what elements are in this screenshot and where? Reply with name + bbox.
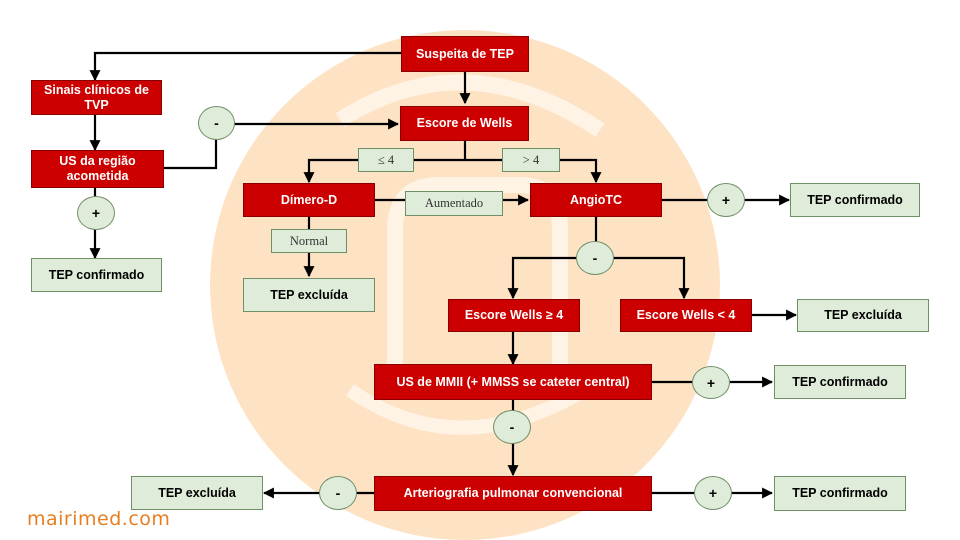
minus-sign-arteriografia: -	[319, 476, 357, 510]
label-le4: ≤ 4	[358, 148, 414, 172]
box-us-regiao-acometida: US da região acometida	[31, 150, 164, 188]
arrow-angiotc-wellsge4	[507, 256, 596, 300]
box-sinais-clinicos-tvp: Sinais clínicos de TVP	[31, 80, 162, 115]
minus-sign-angiotc: -	[576, 241, 614, 275]
box-dimero-d: Dímero-D	[243, 183, 375, 217]
box-tep-excluida-arteriografia: TEP excluída	[131, 476, 263, 510]
box-suspeita-tep: Suspeita de TEP	[401, 36, 529, 72]
box-tep-confirmado-angiotc: TEP confirmado	[790, 183, 920, 217]
box-us-mmii: US de MMII (+ MMSS se cateter central)	[374, 364, 652, 400]
box-escore-wells-lt4: Escore Wells < 4	[620, 299, 752, 332]
box-tep-excluida-wells: TEP excluída	[797, 299, 929, 332]
minus-sign-usmmii: -	[493, 410, 531, 444]
plus-sign-angiotc: +	[707, 183, 745, 217]
box-tep-confirmado-left: TEP confirmado	[31, 258, 162, 292]
brand-text: mairimed.com	[27, 508, 171, 530]
box-arteriografia: Arteriografia pulmonar convencional	[374, 476, 652, 511]
box-tep-confirmado-arteriografia: TEP confirmado	[774, 476, 906, 511]
plus-sign-us: +	[77, 196, 115, 230]
label-aumentado: Aumentado	[405, 191, 503, 216]
plus-sign-usmmii: +	[692, 366, 730, 399]
plus-sign-arteriografia: +	[694, 476, 732, 510]
arrow-suspeita-sinais	[89, 51, 401, 82]
box-angiotc: AngioTC	[530, 183, 662, 217]
label-gt4: > 4	[502, 148, 560, 172]
box-escore-wells-ge4: Escore Wells ≥ 4	[448, 299, 580, 332]
box-tep-confirmado-usmmii: TEP confirmado	[774, 365, 906, 399]
arrow-us-wells	[164, 118, 400, 170]
box-escore-wells: Escore de Wells	[400, 106, 529, 141]
box-tep-excluida-dimero: TEP excluída	[243, 278, 375, 312]
arrow-angiotc-wellslt4	[596, 256, 690, 300]
minus-sign-us: -	[198, 106, 235, 140]
label-normal: Normal	[271, 229, 347, 253]
